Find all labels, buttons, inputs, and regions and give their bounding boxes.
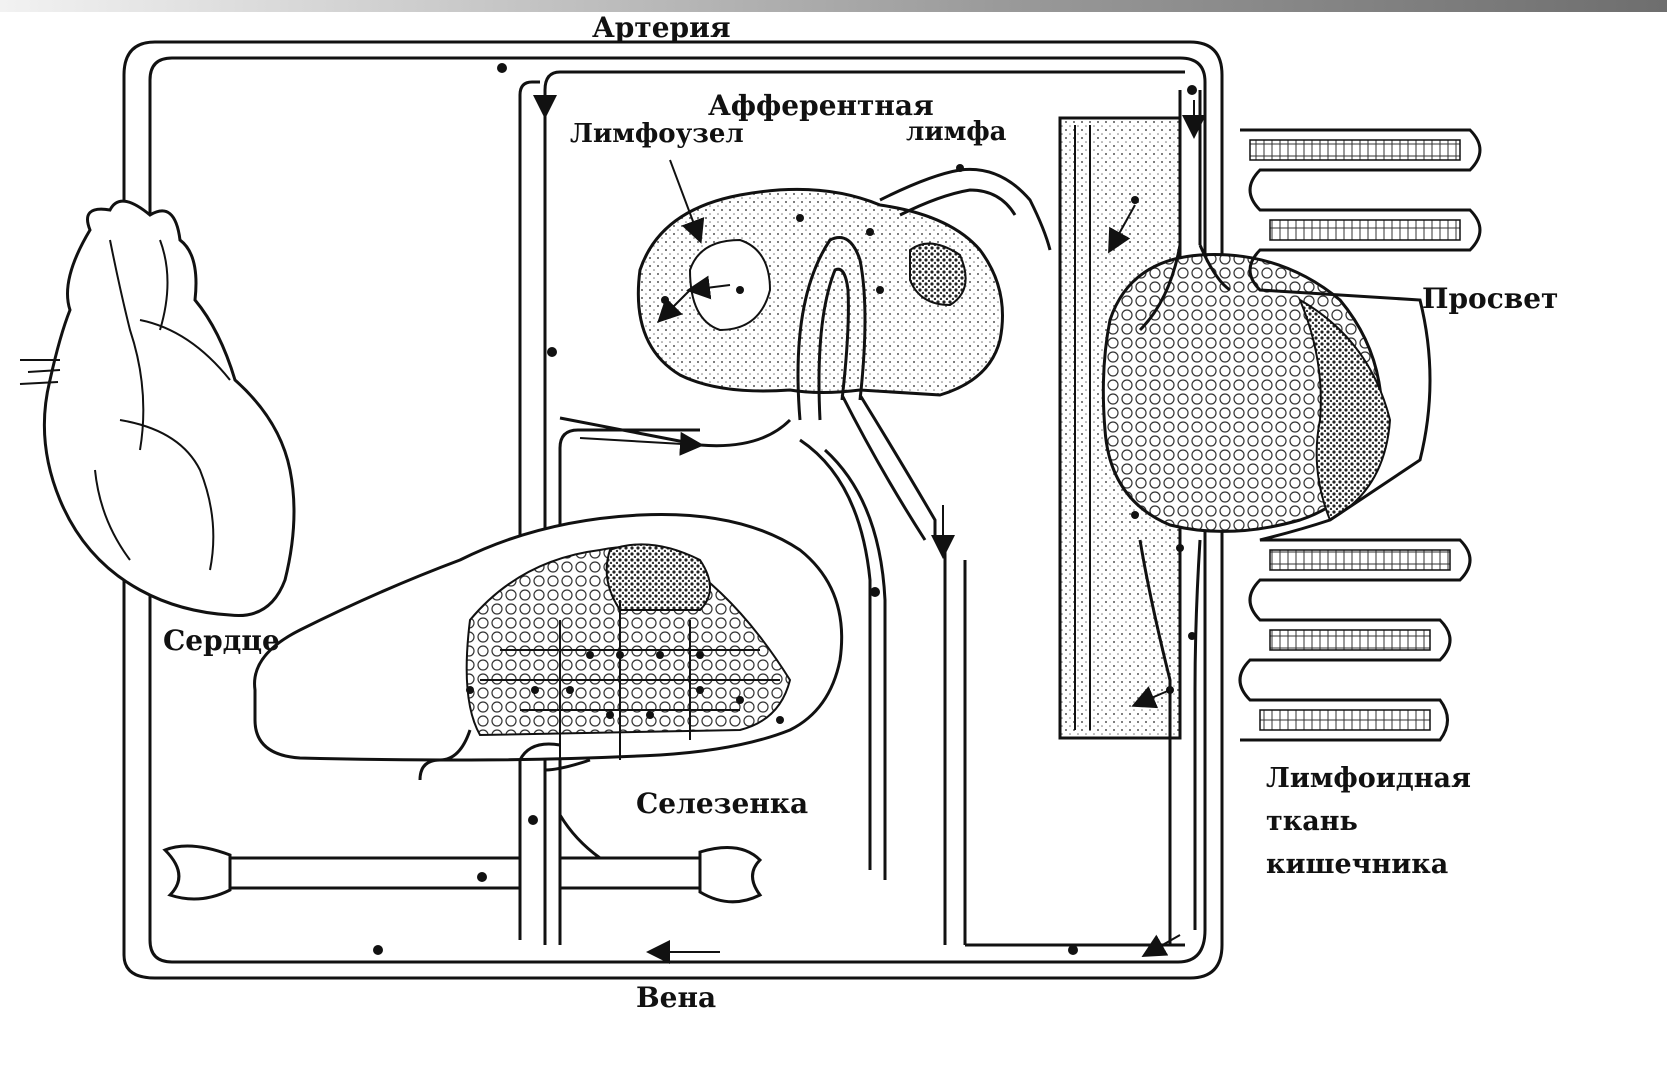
- gut-lymphoid-tissue-label-line2: ткань: [1266, 806, 1358, 837]
- gut-lymphoid-tissue-label-line3: кишечника: [1266, 849, 1448, 880]
- spleen-label: Селезенка: [636, 788, 808, 820]
- afferent-lymph-label-line2: лимфа: [906, 118, 1007, 148]
- lymph-node-label: Лимфоузел: [570, 120, 744, 150]
- heart-label: Сердце: [163, 625, 280, 657]
- bottom-vessel-ends: [165, 815, 760, 902]
- vein-label: Вена: [636, 982, 716, 1014]
- gut-lymphoid-tissue-label-line1: Лимфоидная: [1266, 763, 1471, 794]
- lumen-label: Просвет: [1422, 283, 1558, 315]
- afferent-lymph-label-line1: Афферентная: [708, 90, 934, 122]
- heart-illustration: [20, 201, 294, 615]
- artery-label: Артерия: [592, 12, 731, 44]
- spleen-illustration: [255, 514, 842, 800]
